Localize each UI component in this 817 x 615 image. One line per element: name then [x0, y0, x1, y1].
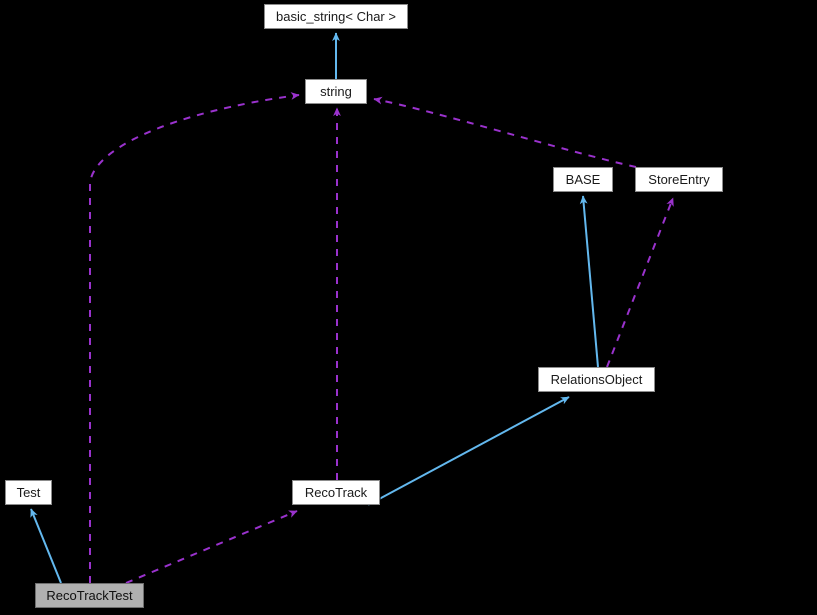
class-node-string[interactable]: string	[305, 79, 367, 104]
class-node-basic-string[interactable]: basic_string< Char >	[264, 4, 408, 29]
class-node-storeentry[interactable]: StoreEntry	[635, 167, 723, 192]
class-node-recotrack[interactable]: RecoTrack	[292, 480, 380, 505]
class-node-label: RelationsObject	[550, 372, 643, 387]
class-node-recotracktest[interactable]: RecoTrackTest	[35, 583, 144, 608]
class-node-label: StoreEntry	[648, 172, 710, 187]
edge-recotracktest-to-recotrack	[125, 510, 298, 584]
edge-recotracktest-to-test	[30, 508, 62, 584]
class-node-label: string	[320, 84, 352, 99]
edge-recotrack-to-relationsobject	[367, 396, 570, 506]
edge-relationsobject-to-string	[373, 96, 637, 168]
edge-relationsobject-to-storeentry	[606, 197, 674, 368]
edge-relationsobject-to-base	[579, 195, 599, 368]
class-node-label: basic_string< Char >	[276, 9, 396, 24]
class-node-label: RecoTrack	[304, 485, 368, 500]
class-node-test[interactable]: Test	[5, 480, 52, 505]
class-node-label: Test	[16, 485, 41, 500]
class-node-label: RecoTrackTest	[46, 588, 133, 603]
edge-recotracktest-to-string	[89, 92, 300, 583]
class-node-label: BASE	[565, 172, 601, 187]
class-node-base[interactable]: BASE	[553, 167, 613, 192]
class-node-relationsobject[interactable]: RelationsObject	[538, 367, 655, 392]
